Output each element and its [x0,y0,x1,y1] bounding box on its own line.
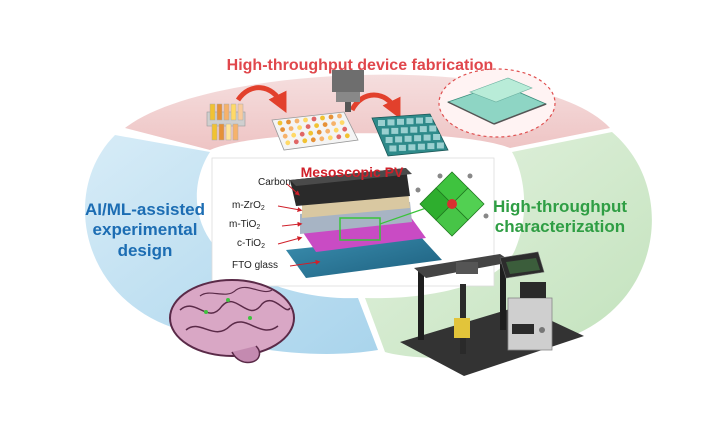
well [286,119,291,125]
solar-cell [406,118,414,125]
well [331,121,336,126]
solar-cell [391,127,399,134]
characterization-band [365,132,652,358]
solar-cell [387,119,395,126]
well [288,126,294,131]
solar-cell [419,126,427,133]
solar-cell [410,126,418,133]
well [311,116,317,122]
well [282,133,288,139]
well [294,118,300,124]
substrate-array-icon [371,113,449,157]
well [314,123,319,128]
zoom-region [339,217,381,241]
well [303,117,308,123]
well [325,128,331,134]
well [320,115,325,121]
measurement-unit-icon [507,282,553,351]
well [337,113,342,119]
well [280,127,285,132]
layer-pointers [277,183,321,267]
brain-icon [169,279,295,364]
solar-cell [408,144,416,151]
solar-cell [385,137,393,143]
solar-cell [381,128,389,135]
solar-cell [400,127,408,134]
design-title: AI/ML-assisted experimental design [85,200,205,260]
well [308,130,314,136]
solar-cell [404,135,412,142]
solar-cell [436,142,444,149]
solar-cell [433,134,441,140]
solar-cell [397,118,404,125]
solar-cell [378,120,385,126]
well [291,132,297,138]
solar-cell [398,144,406,151]
layer-label-mtio2: m-TiO2 [229,219,261,231]
solar-cell [425,117,433,123]
well [310,137,316,143]
solar-cell [395,136,403,143]
design-band [84,135,378,354]
zoom-link [379,205,433,225]
well [327,135,333,141]
layer-label-zro2: m-ZrO2 [232,200,265,212]
crystal-structure-icon [415,171,489,237]
well [299,131,305,137]
well [297,125,302,130]
well [293,139,299,145]
solar-cell [389,145,397,152]
solar-cell [414,135,422,142]
well [305,124,311,129]
well [333,127,339,133]
solar-cell [423,134,431,141]
well [319,136,325,142]
fabrication-title: High-throughput device fabrication [226,57,494,74]
dispenser-icon [332,70,364,112]
solar-cell [427,143,435,150]
device-title: Mesoscopic PV [300,164,404,180]
well [322,122,328,127]
well [285,140,291,146]
well [277,120,283,126]
well [342,126,348,132]
device-closeup-icon [438,68,556,138]
well [302,138,308,144]
solar-cell [416,117,423,124]
solar-cell [417,143,425,150]
transfer-arrow-left [235,85,287,113]
characterization-title: High-throughput characterization [492,197,628,237]
well-plate-icon [271,111,359,151]
well [328,114,334,120]
well [336,134,342,140]
solar-cell [429,125,437,132]
transfer-arrow-right [349,92,401,119]
layer-label-fto: FTO glass [232,260,278,271]
layer-label-carbon: Carbon [258,177,291,188]
layer-label-ctio2: c-TiO2 [237,238,265,250]
well [316,129,322,135]
well [344,133,350,139]
well [339,120,345,125]
vial-rack-icon [206,103,246,141]
